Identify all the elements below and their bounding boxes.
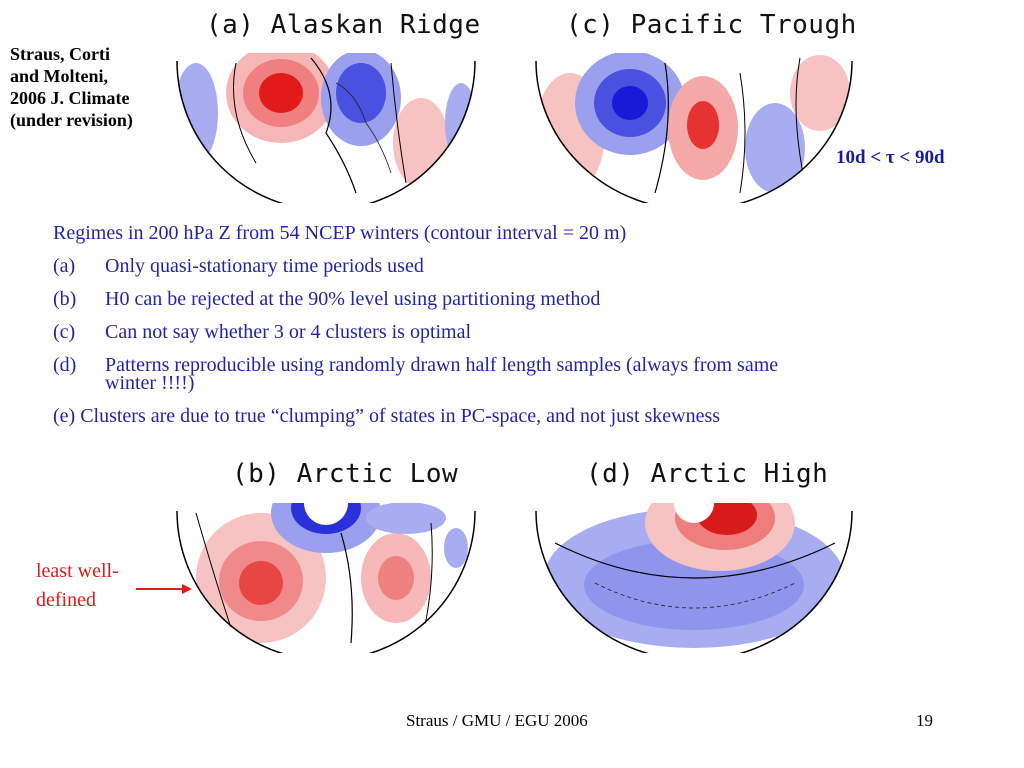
- timescale-label: 10d < τ < 90d: [836, 147, 945, 168]
- footer: Straus / GMU / EGU 2006: [406, 711, 588, 730]
- citation: Straus, Corti and Molteni, 2006 J. Clima…: [10, 43, 175, 131]
- panel-title-d: (d) Arctic High: [586, 459, 829, 489]
- note-line: defined: [36, 589, 96, 611]
- list-marker: (d): [53, 354, 77, 376]
- intro-text: Regimes in 200 hPa Z from 54 NCEP winter…: [53, 222, 627, 244]
- note-line: least well-: [36, 560, 119, 582]
- panel-title-b: (b) Arctic Low: [232, 459, 459, 489]
- map-arctic-low: [176, 503, 476, 653]
- list-text-line: Patterns reproducible using randomly dra…: [105, 354, 779, 376]
- citation-line: and Molteni,: [10, 66, 109, 86]
- page-number: 19: [916, 711, 933, 730]
- map-pacific-trough: [535, 53, 853, 203]
- citation-line: 2006 J. Climate: [10, 88, 130, 108]
- closing-text: (e) Clusters are due to true “clumping” …: [53, 405, 721, 427]
- list-item: (d) Patterns reproducible using randomly…: [53, 353, 1013, 395]
- annotation-note: least well- defined: [36, 557, 119, 615]
- list-text: Only quasi-stationary time periods used: [105, 255, 424, 277]
- bullet-list: Regimes in 200 hPa Z from 54 NCEP winter…: [53, 221, 1013, 437]
- negative-anomaly: [745, 103, 805, 193]
- panel-title-c: (c) Pacific Trough: [566, 10, 857, 40]
- list-marker: (b): [53, 288, 77, 310]
- citation-line: (under revision): [10, 110, 133, 130]
- list-item: (a) Only quasi-stationary time periods u…: [53, 254, 1013, 278]
- arrow-right-icon: [136, 584, 192, 594]
- map-alaskan-ridge: [176, 53, 476, 203]
- list-text: H0 can be rejected at the 90% level usin…: [105, 288, 601, 310]
- positive-anomaly: [790, 55, 850, 131]
- list-text: Patterns reproducible using randomly dra…: [105, 353, 1013, 395]
- citation-line: Straus, Corti: [10, 44, 110, 64]
- list-item: (b) H0 can be rejected at the 90% level …: [53, 287, 1013, 311]
- panel-title-a: (a) Alaskan Ridge: [206, 10, 481, 40]
- negative-anomaly: [176, 63, 218, 163]
- list-marker: (c): [53, 321, 76, 343]
- list-text: Can not say whether 3 or 4 clusters is o…: [105, 321, 472, 343]
- positive-anomaly: [393, 98, 449, 188]
- list-marker: (a): [53, 255, 76, 277]
- list-text-line: winter !!!!): [105, 372, 195, 394]
- map-arctic-high: [535, 503, 853, 653]
- list-item: (c) Can not say whether 3 or 4 clusters …: [53, 320, 1013, 344]
